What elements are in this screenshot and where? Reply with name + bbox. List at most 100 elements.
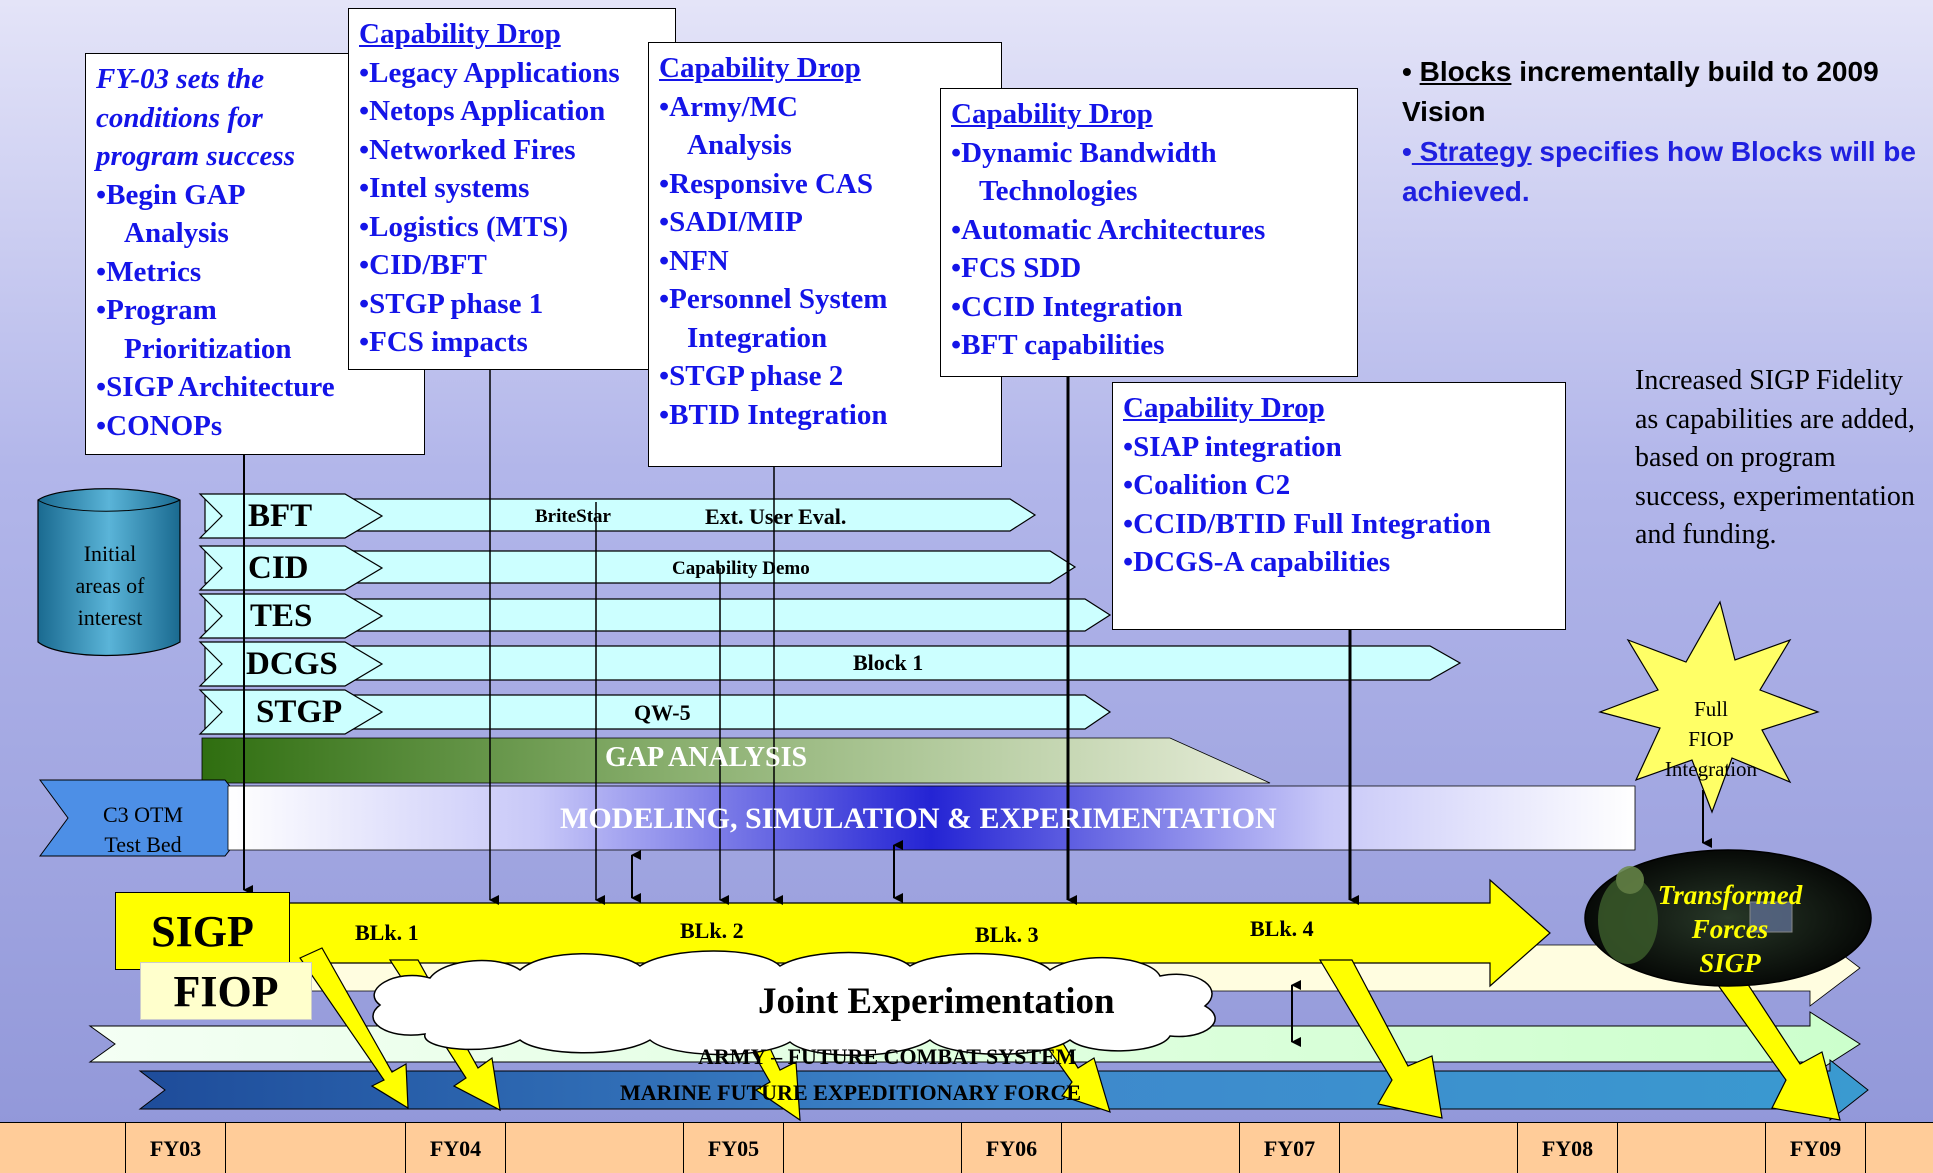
- fy-cell: FY08: [1518, 1123, 1618, 1173]
- drop3-item: •CCID Integration: [951, 290, 1183, 323]
- connector-arrows: [243, 370, 1712, 1047]
- fy-cell: FY06: [962, 1123, 1062, 1173]
- drop4-item: •DCGS-A capabilities: [1123, 546, 1391, 578]
- transformed-line: SIGP: [1699, 948, 1761, 978]
- blocks-note-bullet: •: [1402, 56, 1412, 87]
- britestar-label: BriteStar: [535, 506, 611, 527]
- capability-drop-3-heading: Capability Drop: [951, 98, 1153, 130]
- fy-cell: FY03: [126, 1123, 226, 1173]
- gap-analysis-label: GAP ANALYSIS: [605, 742, 808, 773]
- drop3-item: •Automatic Architectures: [951, 213, 1266, 246]
- drop1-item: •Networked Fires: [359, 133, 576, 166]
- block-label-2: BLk. 2: [680, 918, 744, 943]
- joint-experimentation-label: Joint Experimentation: [758, 981, 1115, 1022]
- initial-areas-line: areas of: [75, 573, 145, 598]
- drop3-item: •FCS SDD: [951, 252, 1082, 284]
- drop3-item: Technologies: [979, 175, 1138, 207]
- fy-cell: FY05: [684, 1123, 784, 1173]
- fy-cell: FY09: [1766, 1123, 1866, 1173]
- block1-label: Block 1: [853, 650, 924, 675]
- marine-force-label: MARINE FUTURE EXPEDITIONARY FORCE: [620, 1080, 1082, 1105]
- fy03-item: •Metrics: [96, 255, 202, 288]
- drop2-item: •BTID Integration: [659, 398, 888, 431]
- block-label-1: BLk. 1: [355, 920, 419, 945]
- fy03-item: •Begin GAP: [96, 178, 246, 211]
- initial-areas-shape: [37, 488, 181, 657]
- capability-drop-2-heading: Capability Drop: [659, 52, 861, 84]
- fy03-item: Analysis: [124, 217, 229, 249]
- drop1-item: •FCS impacts: [359, 326, 528, 358]
- track-label-chevrons: [198, 493, 384, 735]
- fidelity-note: Increased SIGP Fidelity as capabilities …: [1635, 365, 1915, 550]
- drop1-item: •Legacy Applications: [359, 56, 620, 89]
- fy03-intro-1: FY-03 sets the: [96, 63, 265, 95]
- track-label-cid: CID: [248, 550, 309, 586]
- fy03-item: Prioritization: [124, 332, 292, 365]
- fy03-item: •Program: [96, 294, 217, 326]
- gap-analysis-band: [201, 737, 1271, 784]
- strategy-note: • Strategy specifies how Blocks will be …: [1402, 132, 1922, 212]
- fy03-item: •CONOPs: [96, 409, 223, 442]
- full-fiop-line: Integration: [1664, 757, 1758, 781]
- strategy-note-rest: specifies how Blocks will be achieved.: [1402, 136, 1916, 207]
- fy03-intro-2: conditions for: [96, 101, 263, 134]
- mse-label: MODELING, SIMULATION & EXPERIMENTATION: [560, 802, 1277, 835]
- timeline-spacer: [1618, 1123, 1766, 1173]
- strategy-notes: • Blocks incrementally build to 2009 Vis…: [1402, 52, 1922, 212]
- timeline-spacer: [1340, 1123, 1518, 1173]
- capability-drop-1-heading: Capability Drop: [359, 18, 561, 50]
- blocks-note-rest: incrementally build to 2009 Vision: [1402, 56, 1879, 127]
- transformed-forces-label: Transformed Forces SIGP: [1640, 878, 1820, 980]
- timeline-spacer: [506, 1123, 684, 1173]
- track-arrows: [204, 498, 1462, 730]
- fy-cell: FY07: [1240, 1123, 1340, 1173]
- drop2-item: •Army/MC: [659, 90, 798, 123]
- fiscal-year-timeline: FY03 FY04 FY05 FY06 FY07 FY08 FY09: [0, 1122, 1933, 1173]
- initial-areas-line: interest: [77, 605, 143, 630]
- capability-drop-1-box: Capability Drop •Legacy Applications •Ne…: [348, 8, 676, 370]
- timeline-spacer: [784, 1123, 962, 1173]
- drop2-item: •STGP phase 2: [659, 360, 844, 392]
- drop4-item: •Coalition C2: [1123, 469, 1291, 501]
- drop1-item: •Intel systems: [359, 172, 530, 204]
- fiop-box: FIOP: [140, 962, 312, 1020]
- army-fcs-label: ARMY – FUTURE COMBAT SYSTEM: [698, 1044, 1077, 1069]
- mse-band: [227, 785, 1636, 851]
- track-label-stgp: STGP: [256, 694, 343, 730]
- drop2-item: •Responsive CAS: [659, 167, 873, 200]
- initial-areas-line: Initial: [83, 541, 137, 566]
- full-fiop-line: FIOP: [1688, 727, 1734, 751]
- c3-otm-label: C3 OTM Test Bed: [78, 800, 208, 860]
- block-label-4: BLk. 4: [1250, 916, 1314, 941]
- c3-otm-chevron: [39, 779, 256, 857]
- initial-areas-label: Initial areas of interest: [40, 538, 180, 634]
- full-fiop-starburst: [1598, 600, 1820, 814]
- capability-drop-3-box: Capability Drop •Dynamic Bandwidth Techn…: [940, 88, 1358, 377]
- fy03-item: •SIGP Architecture: [96, 371, 335, 403]
- drop3-item: •BFT capabilities: [951, 329, 1165, 361]
- drop4-item: •SIAP integration: [1123, 430, 1342, 463]
- block-label-3: BLk. 3: [975, 922, 1039, 947]
- transformed-line: Transformed: [1657, 880, 1803, 910]
- strategy-note-bullet: •: [1402, 136, 1412, 167]
- fy03-intro-3: program success: [96, 140, 295, 172]
- drop2-item: •NFN: [659, 244, 729, 277]
- drop2-item: Integration: [687, 321, 828, 354]
- drop1-item: •STGP phase 1: [359, 287, 544, 320]
- sigp-label: SIGP: [151, 906, 254, 956]
- blocks-note: • Blocks incrementally build to 2009 Vis…: [1402, 52, 1922, 132]
- drop2-item: •Personnel System: [659, 283, 888, 315]
- drop1-item: •CID/BFT: [359, 249, 487, 281]
- joint-experimentation-cloud: [372, 950, 1216, 1056]
- qw5-label: QW-5: [634, 700, 691, 725]
- drop2-item: •SADI/MIP: [659, 206, 803, 238]
- drop1-item: •Logistics (MTS): [359, 210, 569, 243]
- full-fiop-label: Full FIOP Integration: [1650, 694, 1772, 784]
- drop1-item: •Netops Application: [359, 95, 606, 127]
- track-label-bft: BFT: [248, 498, 313, 534]
- timeline-spacer: [226, 1123, 406, 1173]
- fiop-label: FIOP: [173, 966, 279, 1016]
- c3-otm-line: C3 OTM: [102, 802, 184, 827]
